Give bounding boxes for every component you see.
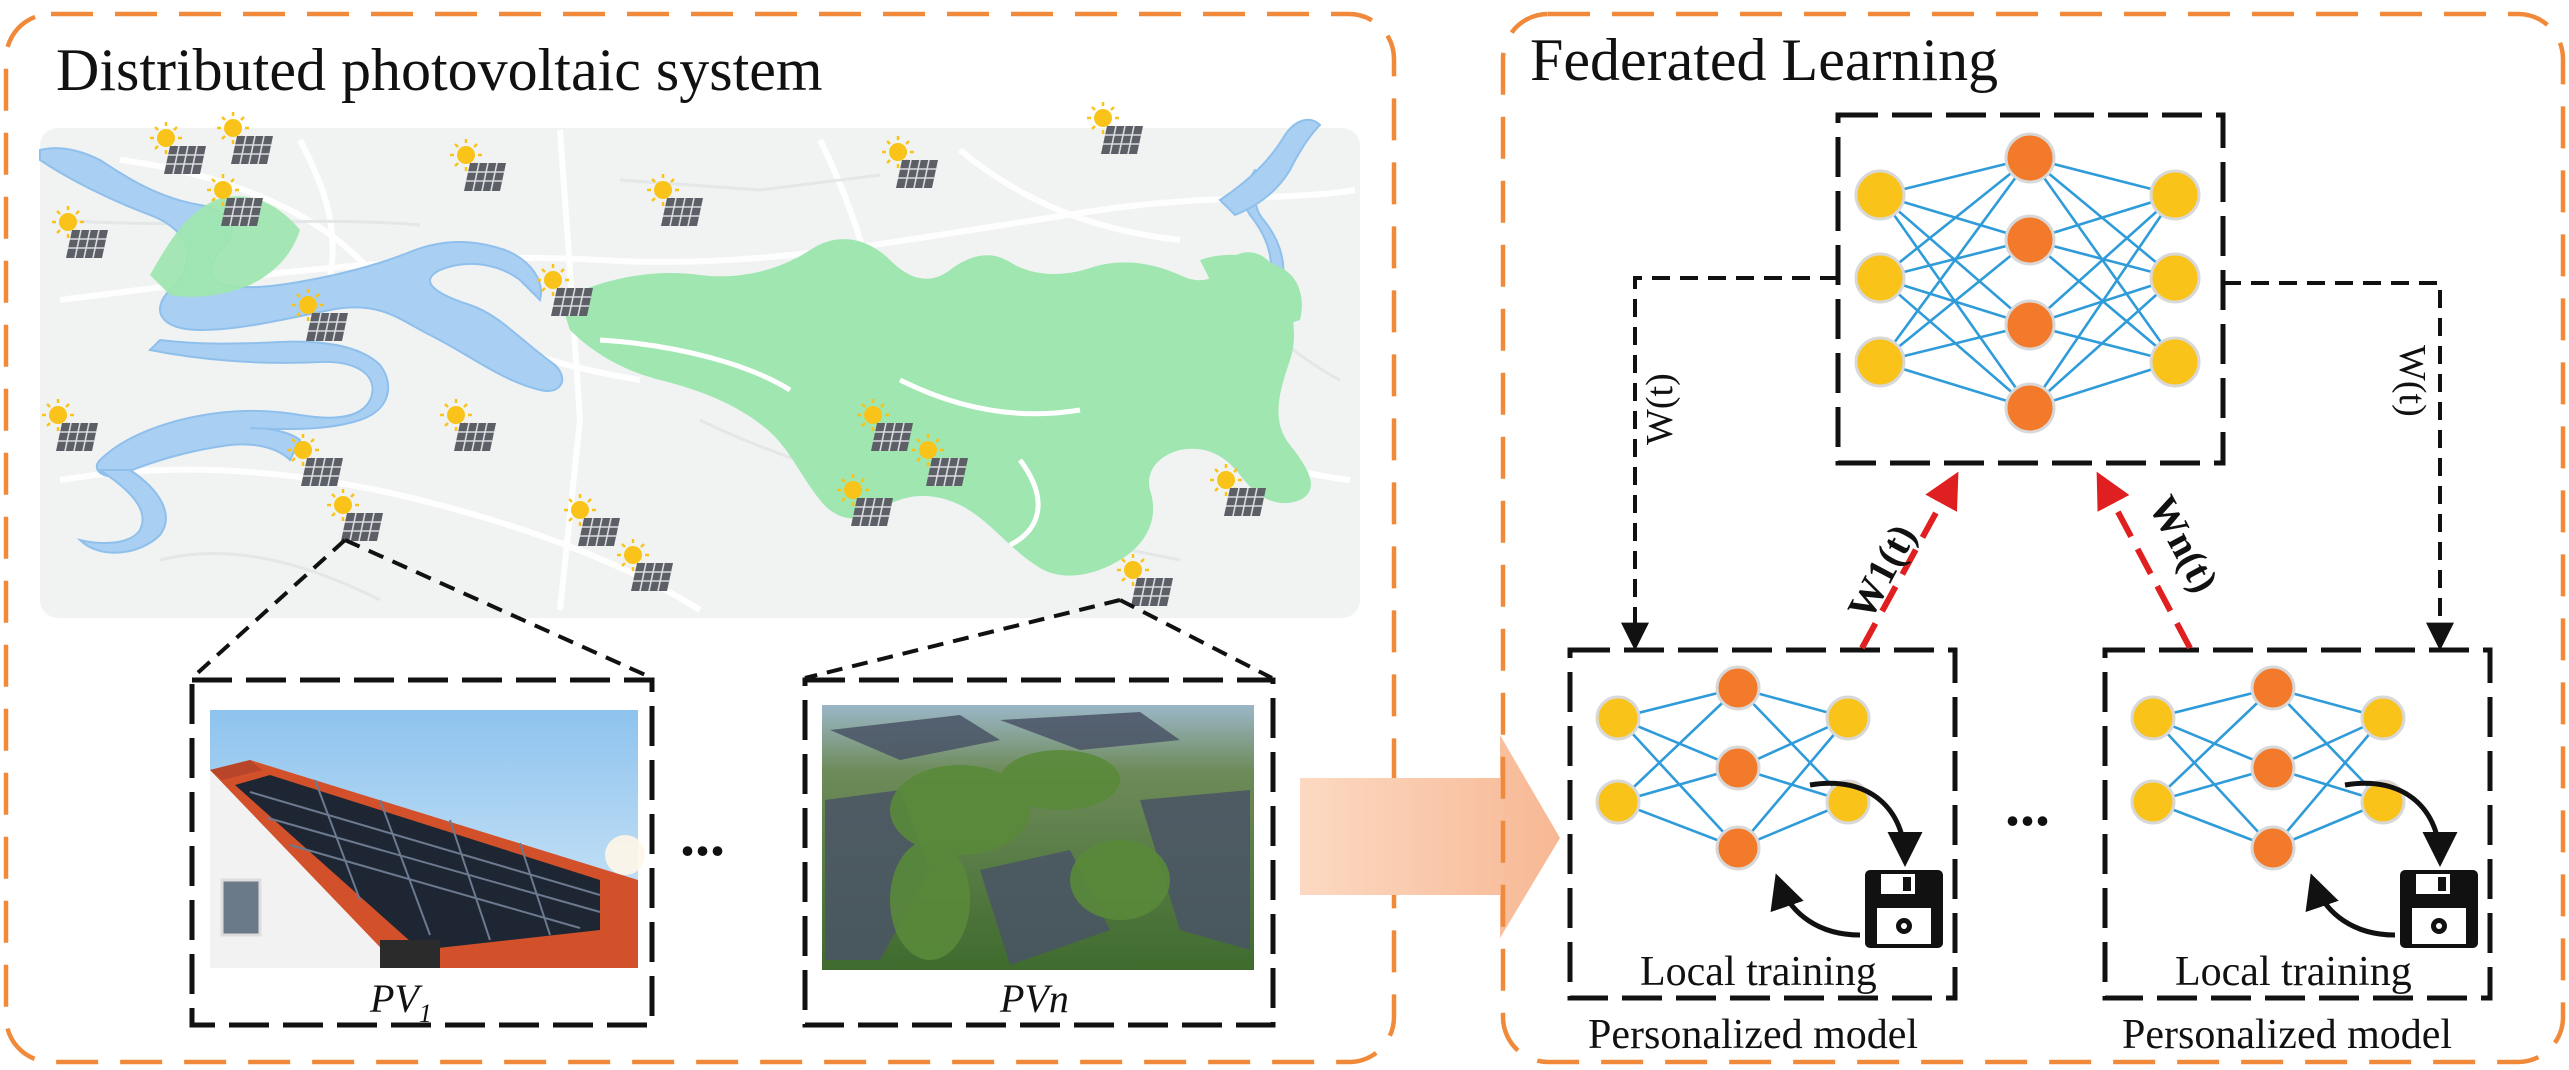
local-training-label-n: Local training: [2175, 949, 2412, 995]
network-node: [2250, 825, 2296, 871]
upload-label-n: Wn(t): [2140, 488, 2228, 599]
global-model-box: [1835, 112, 2226, 466]
network-node: [2004, 132, 2056, 184]
network-node: [2250, 665, 2296, 711]
network-edge: [1617, 717, 1739, 849]
network-edge: [1879, 360, 2031, 410]
network-edge: [2029, 277, 2176, 409]
network-edge: [1879, 156, 2031, 197]
network-node: [1825, 779, 1871, 825]
network-node: [2004, 299, 2056, 351]
global-neural-network: [1854, 132, 2201, 434]
network-node: [2004, 382, 2056, 434]
network-edge: [1737, 717, 1849, 849]
broadcast-label-right: W(t): [2391, 345, 2433, 417]
network-node: [1715, 825, 1761, 871]
local-neural-network-n: [2130, 665, 2406, 871]
network-edge: [2152, 717, 2274, 849]
network-edge: [2272, 717, 2384, 849]
network-edge: [1617, 687, 1739, 803]
zoom-lines: [190, 538, 1273, 680]
distribution-map: [39, 100, 1360, 618]
network-edge: [2152, 687, 2274, 803]
network-node: [2130, 695, 2176, 741]
pv1-label: PV1: [369, 976, 432, 1028]
personalized-model-label-n: Personalized model: [2122, 1012, 2452, 1058]
network-node: [1595, 779, 1641, 825]
local-neural-network-1: [1595, 665, 1871, 871]
network-node: [1825, 695, 1871, 741]
floppy-disk-icon: [1865, 870, 1943, 948]
local-training-label-1: Local training: [1640, 949, 1877, 995]
network-node: [1595, 695, 1641, 741]
network-node: [1854, 252, 1906, 304]
network-node: [2149, 336, 2201, 388]
network-node: [2360, 779, 2406, 825]
pv-farm-photo: PVn: [802, 677, 1276, 1028]
network-edge: [1879, 323, 2031, 364]
network-edge: [2028, 194, 2177, 409]
network-node: [1715, 665, 1761, 711]
network-node: [2004, 214, 2056, 266]
broadcast-arrows: [1621, 276, 2454, 651]
right-ellipsis: ...: [2005, 772, 2050, 838]
local-model-box-n: [2102, 647, 2493, 1001]
network-edge: [2029, 194, 2176, 326]
upload-label-1: W1(t): [1838, 517, 1925, 626]
personalized-model-label-1: Personalized model: [1588, 1012, 1918, 1058]
left-panel-title: Distributed photovoltaic system: [56, 37, 823, 103]
network-node: [2360, 695, 2406, 741]
right-panel: Federated Learning W(t) W(t) W1(t) Wn(t): [1500, 11, 2566, 1065]
left-panel: Distributed photovoltaic system: [3, 11, 1397, 1065]
network-node: [2149, 252, 2201, 304]
network-edge: [1878, 157, 2032, 363]
local-model-box-1: [1567, 647, 1958, 1001]
curved-arrow-icon: [1770, 780, 2458, 938]
network-node: [1715, 745, 1761, 791]
broadcast-label-left: W(t): [1639, 373, 1681, 445]
network-node: [2250, 745, 2296, 791]
left-ellipsis: ...: [680, 802, 725, 868]
pv-rooftop-photo: PV1: [189, 677, 655, 1028]
upload-arrows: [1859, 471, 2193, 650]
network-edge: [1879, 238, 2031, 364]
floppy-disk-icon: [2400, 870, 2478, 948]
network-node: [1854, 169, 1906, 221]
network-node: [2130, 779, 2176, 825]
network-node: [2149, 169, 2201, 221]
network-node: [1854, 336, 1906, 388]
transition-arrow: [1300, 735, 1560, 938]
pvn-label: PVn: [999, 976, 1069, 1021]
left-panel-frame: [3, 11, 1397, 1065]
network-edge: [1879, 156, 2031, 280]
green-land: [150, 196, 1311, 576]
right-panel-title: Federated Learning: [1530, 27, 1998, 93]
right-panel-frame: [1500, 11, 2566, 1065]
